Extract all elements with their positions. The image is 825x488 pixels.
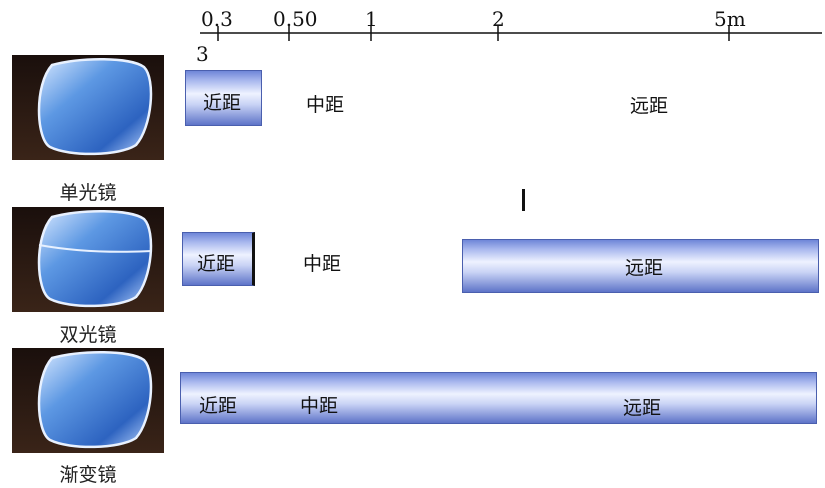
single-vision-mid-label: 中距 [306, 94, 345, 116]
scale-tick-label-0-3-line2: 3 [196, 42, 209, 66]
stray-mark [522, 189, 525, 211]
progressive-lens-caption: 渐变镜 [59, 464, 117, 486]
progressive-near-label: 近距 [199, 395, 238, 417]
scale-tick-label-5m: 5m [714, 7, 746, 31]
lens-shape-icon [37, 210, 153, 308]
progressive-mid-label: 中距 [300, 395, 339, 417]
bifocal-near-label: 近距 [197, 253, 236, 275]
single-vision-near-label: 近距 [203, 92, 242, 114]
bifocal-far-label: 远距 [625, 257, 664, 279]
progressive-full-bar [180, 372, 817, 424]
lens-shape-icon [37, 58, 153, 156]
bifocal-far-bar [462, 239, 819, 293]
scale-tick-label-0-3: 0.3 [201, 7, 233, 31]
progressive-lens-photo [12, 348, 164, 453]
single-vision-far-label: 远距 [630, 95, 669, 117]
single-vision-lens-photo [12, 55, 164, 160]
bifocal-segment-line [38, 244, 153, 253]
bifocal-mid-label: 中距 [303, 253, 342, 275]
distance-scale: 0.3 3 0.50 1 2 5m [196, 7, 822, 66]
bifocal-near-bar [182, 232, 255, 286]
progressive-far-label: 远距 [623, 397, 662, 419]
single-vision-lens-caption: 单光镜 [59, 182, 117, 204]
bifocal-lens-photo [12, 207, 164, 312]
bifocal-lens-caption: 双光镜 [59, 324, 117, 346]
single-vision-near-bar [185, 70, 262, 126]
scale-tick-label-0-50: 0.50 [273, 7, 318, 31]
scale-tick-label-2: 2 [492, 7, 505, 31]
lens-shape-icon [37, 351, 153, 449]
scale-tick-label-1: 1 [365, 7, 378, 31]
